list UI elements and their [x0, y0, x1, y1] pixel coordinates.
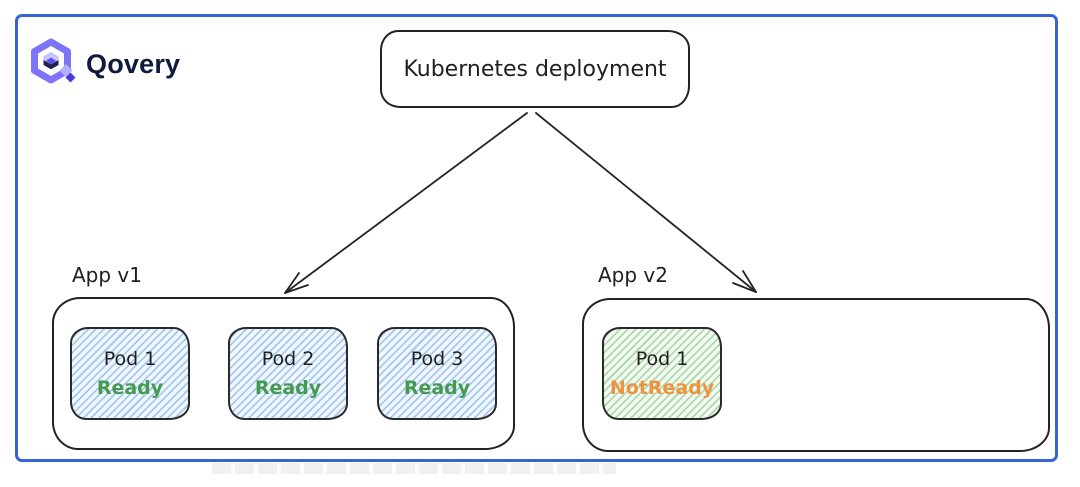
pod-status-badge: Ready [254, 377, 322, 399]
qovery-logo-icon [30, 38, 76, 90]
app-v2-label: App v2 [598, 263, 668, 287]
pod-status-badge: Ready [96, 377, 164, 399]
clipped-caption-remnant [212, 463, 616, 474]
pod-status-badge: NotReady [609, 377, 715, 399]
app-v1-pod-2: Pod 2 Ready [228, 327, 348, 420]
kubernetes-deployment-node: Kubernetes deployment [380, 30, 690, 108]
pod-name: Pod 1 [103, 348, 157, 370]
app-v2-pod-1: Pod 1 NotReady [602, 327, 722, 420]
kubernetes-deployment-label: Kubernetes deployment [403, 56, 667, 82]
pod-name: Pod 1 [635, 348, 689, 370]
pod-status-badge: Ready [403, 377, 471, 399]
app-v1-label: App v1 [72, 263, 142, 287]
app-v1-pod-3: Pod 3 Ready [377, 327, 497, 420]
pod-name: Pod 3 [410, 348, 464, 370]
app-v1-pod-1: Pod 1 Ready [70, 327, 190, 420]
brand-wordmark: Qovery [86, 48, 181, 79]
pod-name: Pod 2 [261, 348, 315, 370]
brand: Qovery [30, 38, 180, 90]
